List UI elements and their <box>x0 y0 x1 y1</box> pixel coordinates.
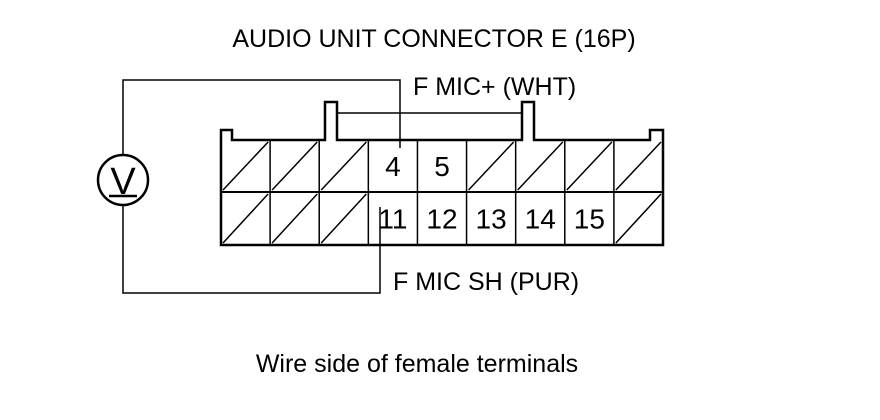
terminal-15: 15 <box>574 204 605 235</box>
top-row-empty-cavity <box>517 141 564 191</box>
top-row-empty-cavity <box>468 141 515 191</box>
terminal-11: 11 <box>378 204 407 235</box>
wire-top-label: F MIC+ (WHT) <box>413 73 576 101</box>
voltmeter-icon: V <box>96 153 150 207</box>
top-row-empty-cavity <box>222 141 269 191</box>
terminal-12: 12 <box>426 204 457 235</box>
bottom-row-empty-cavity <box>222 193 269 244</box>
top-row-empty-cavity <box>566 141 613 191</box>
connector-housing <box>219 100 665 247</box>
bottom-row-empty-cavity <box>320 193 367 244</box>
bottom-row-empty-cavity <box>615 193 662 244</box>
terminal-14: 14 <box>525 204 556 235</box>
wire-to-terminal-4 <box>122 79 401 154</box>
caption: Wire side of female terminals <box>256 350 578 378</box>
top-row-empty-cavity <box>271 141 318 191</box>
meter-wires <box>122 79 401 294</box>
terminal-4: 4 <box>385 151 401 182</box>
voltmeter-circle <box>96 153 150 207</box>
wire-to-terminal-11 <box>122 205 381 294</box>
top-row-empty-cavity <box>320 141 367 191</box>
terminal-cells: 4 5 11 12 13 14 15 <box>222 140 662 245</box>
wire-bottom-label: F MIC SH (PUR) <box>393 268 579 296</box>
top-row-empty-cavity <box>615 141 662 191</box>
diagram-title: AUDIO UNIT CONNECTOR E (16P) <box>232 25 635 53</box>
bottom-row-empty-cavity <box>271 193 318 244</box>
terminal-5: 5 <box>434 151 450 182</box>
terminal-13: 13 <box>476 204 507 235</box>
